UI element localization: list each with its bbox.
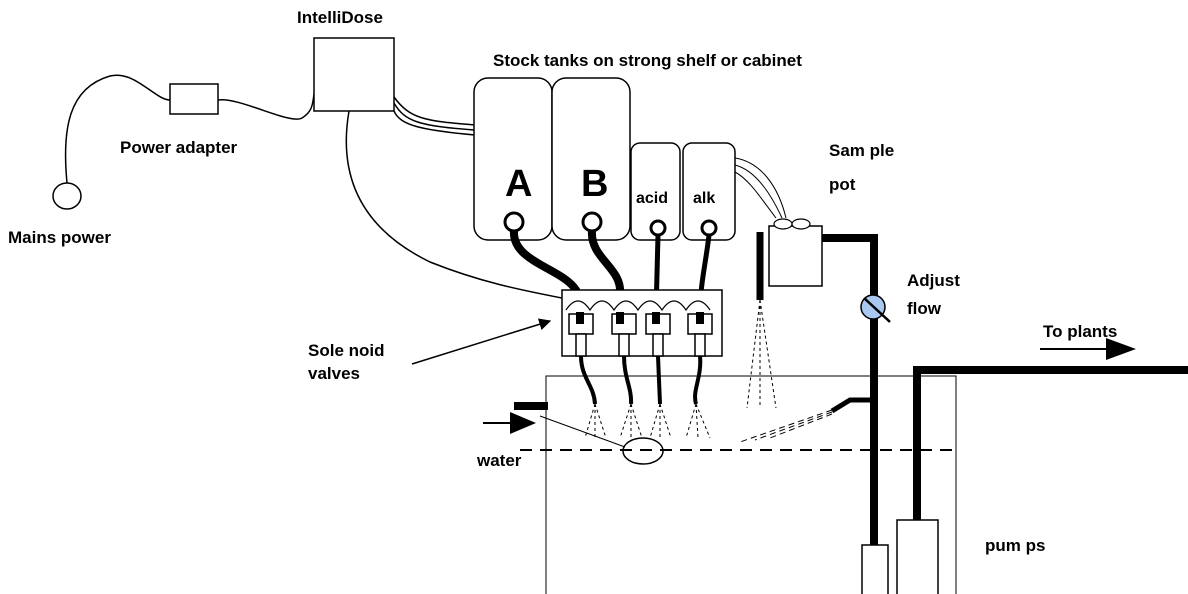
intellidose-box — [313, 37, 395, 112]
sample-feed-pipe — [822, 234, 878, 545]
tank-alk-outlet — [700, 219, 718, 237]
main-pump — [896, 519, 939, 594]
sample-return-spray — [739, 409, 833, 443]
dosing-sprays — [584, 403, 711, 439]
solenoid-control-cable — [345, 110, 573, 301]
pumps-label: pum ps — [985, 536, 1045, 555]
tank-a-outlet — [503, 211, 525, 233]
mains-power-label: Mains power — [8, 228, 111, 247]
water-level-sensor — [622, 437, 664, 465]
power-adapter-label: Power adapter — [120, 138, 238, 157]
tube-a — [510, 230, 584, 314]
to-plants-label: To plants — [1043, 322, 1117, 341]
tank-b-outlet — [581, 211, 603, 233]
solenoid-label-1: Sole noid — [308, 341, 385, 360]
adjust-flow-label-2: flow — [907, 299, 942, 318]
water-label: water — [476, 451, 522, 470]
tank-alk-label: alk — [693, 190, 715, 207]
power-adapter-box — [169, 83, 219, 115]
controller-cable-2 — [393, 102, 476, 131]
sensor-wire-3 — [734, 171, 777, 219]
adapter-cable — [217, 89, 316, 120]
controller-cable-1 — [393, 110, 476, 136]
outlet-tube-3 — [656, 355, 662, 405]
valve-block-arches — [565, 300, 711, 312]
adjust-flow-valve-handle — [863, 297, 891, 323]
mains-power-cable — [64, 74, 171, 184]
sample-pot-label-1: Sam ple — [829, 141, 894, 160]
tank-a-label: A — [505, 163, 532, 205]
outlet-tube-4 — [693, 355, 703, 405]
controller-cable-3 — [393, 96, 476, 126]
sample-pot — [768, 225, 823, 287]
to-plants-arrow-head — [1106, 338, 1136, 360]
sample-pot-label-2: pot — [829, 175, 856, 194]
sample-pot-probe-2 — [791, 218, 811, 230]
sensor-pointer — [539, 415, 626, 448]
sensor-wire-1 — [734, 157, 787, 219]
solenoid-pointer-arrow — [411, 318, 552, 365]
mains-power-plug — [52, 182, 82, 210]
valve-inlets — [576, 312, 704, 324]
reservoir-tank — [545, 375, 957, 594]
stock-tanks-label: Stock tanks on strong shelf or cabinet — [493, 51, 802, 70]
water-inlet-arrow-head — [510, 412, 536, 434]
sample-pot-probe-1 — [773, 218, 793, 230]
sample-pump — [861, 544, 889, 594]
intellidose-label: IntelliDose — [297, 8, 383, 27]
solenoid-label-2: valves — [308, 364, 360, 383]
plant-feed-pipe — [913, 366, 1188, 520]
adjust-flow-label-1: Adjust — [907, 271, 960, 290]
sensor-wire-2 — [734, 164, 783, 219]
outlet-tube-2 — [622, 355, 634, 405]
tank-acid-label: acid — [636, 190, 668, 207]
sample-return-pipe — [830, 397, 874, 414]
outlet-tube-1 — [579, 355, 597, 405]
tank-acid-outlet — [649, 219, 667, 237]
sample-pot-spray — [746, 299, 777, 409]
tank-b-label: B — [581, 163, 608, 205]
